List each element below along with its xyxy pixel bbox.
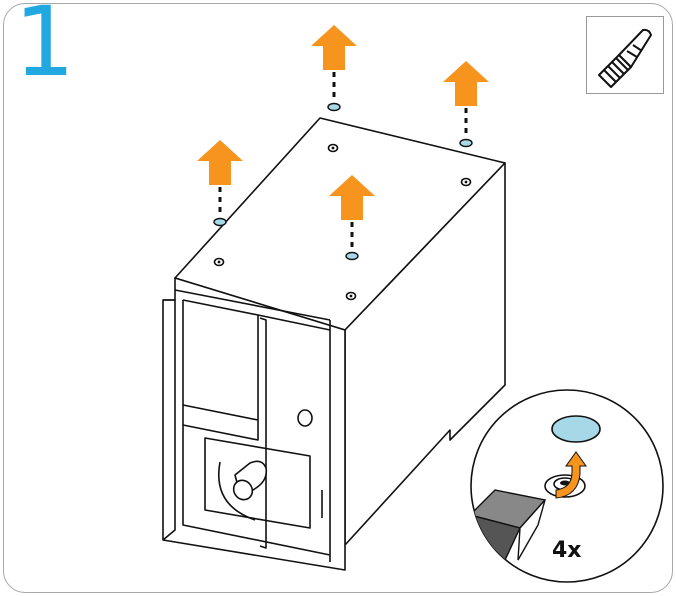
up-arrow-icon <box>443 61 489 147</box>
quantity-label: 4x <box>552 538 582 563</box>
up-arrow-icon <box>311 25 357 111</box>
